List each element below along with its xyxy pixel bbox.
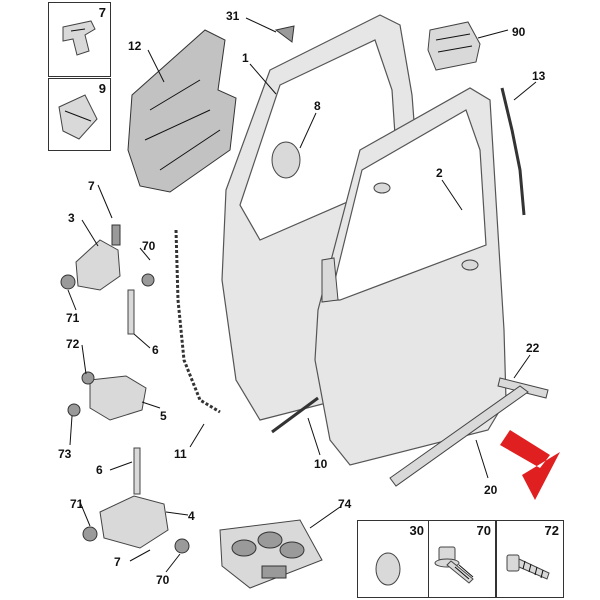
callout-20: 20 bbox=[484, 483, 498, 497]
inset-box-part-7: 7 bbox=[48, 2, 111, 77]
callout-labels: 31 12 1 8 2 90 13 22 20 10 11 74 7 3 70 … bbox=[58, 9, 546, 587]
callout-13: 13 bbox=[532, 69, 546, 83]
callout-90: 90 bbox=[512, 25, 526, 39]
callout-7-lower: 7 bbox=[114, 555, 121, 569]
check-strap-part-5 bbox=[67, 371, 147, 421]
clip-icon bbox=[62, 20, 96, 56]
rear-door-part-2 bbox=[314, 87, 507, 466]
inset-box-part-9-label: 9 bbox=[98, 81, 106, 96]
hinge-part-4 bbox=[82, 447, 190, 554]
inset-box-part-7-label: 7 bbox=[98, 5, 106, 20]
pad-kit-part-74 bbox=[219, 519, 323, 589]
hinge-part-3 bbox=[60, 224, 155, 335]
plug-icon bbox=[375, 552, 401, 586]
seal-part-10 bbox=[271, 396, 319, 434]
callout-4: 4 bbox=[188, 509, 195, 523]
inset-box-part-30-label: 30 bbox=[409, 523, 424, 538]
front-door-part-1 bbox=[221, 14, 421, 421]
pin-part-6-upper bbox=[127, 289, 135, 335]
callout-2: 2 bbox=[436, 166, 443, 180]
seal-part-11 bbox=[174, 229, 221, 414]
callout-72: 72 bbox=[66, 337, 80, 351]
pad-icon bbox=[58, 94, 98, 140]
inset-box-part-70: 70 bbox=[428, 520, 496, 598]
inset-box-part-30: 30 bbox=[357, 520, 429, 598]
leader-lines bbox=[67, 17, 537, 573]
inset-box-part-72: 72 bbox=[496, 520, 564, 598]
plug-part-8 bbox=[271, 141, 301, 179]
pin-part-6-lower bbox=[133, 447, 141, 495]
callout-3: 3 bbox=[68, 211, 75, 225]
callout-1: 1 bbox=[242, 51, 249, 65]
callout-73: 73 bbox=[58, 447, 72, 461]
highlight-arrow bbox=[500, 430, 560, 500]
callout-74: 74 bbox=[338, 497, 352, 511]
callout-31: 31 bbox=[226, 9, 240, 23]
callout-11: 11 bbox=[174, 447, 187, 461]
callout-10: 10 bbox=[314, 457, 328, 471]
screw-icon bbox=[506, 554, 550, 580]
callout-70-upper: 70 bbox=[142, 239, 156, 253]
inset-box-part-72-label: 72 bbox=[544, 523, 559, 538]
flange-bolt-icon bbox=[434, 546, 474, 584]
door-module-part-12 bbox=[127, 29, 237, 193]
callout-5: 5 bbox=[160, 409, 167, 423]
callout-7-upper: 7 bbox=[88, 179, 95, 193]
callout-6-upper: 6 bbox=[152, 343, 159, 357]
callout-71-lower: 71 bbox=[70, 497, 84, 511]
moulding-part-20 bbox=[389, 385, 529, 487]
seal-part-13 bbox=[500, 87, 526, 216]
callout-6-lower: 6 bbox=[96, 463, 103, 477]
plug-part-31 bbox=[274, 25, 295, 43]
callout-12: 12 bbox=[128, 39, 142, 53]
callout-71-upper: 71 bbox=[66, 311, 80, 325]
inset-box-part-9: 9 bbox=[48, 78, 111, 151]
callout-22: 22 bbox=[526, 341, 540, 355]
callout-70-lower: 70 bbox=[156, 573, 170, 587]
callout-8: 8 bbox=[314, 99, 321, 113]
module-part-90 bbox=[427, 21, 481, 71]
inset-box-part-70-label: 70 bbox=[476, 523, 491, 538]
